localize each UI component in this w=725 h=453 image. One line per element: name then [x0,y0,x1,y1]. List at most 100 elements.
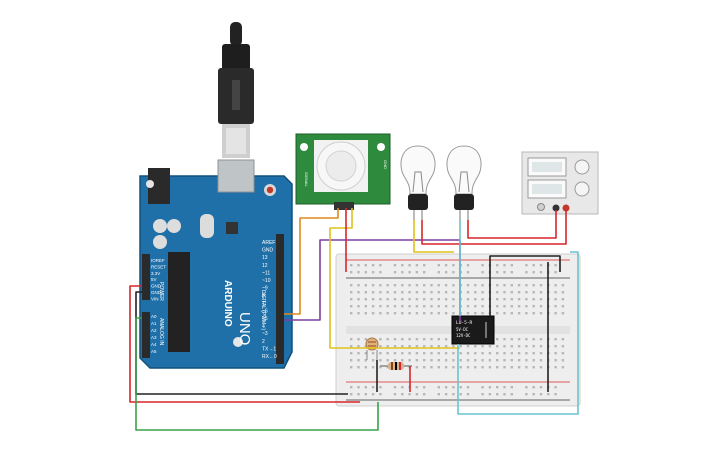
breadboard-hole[interactable] [350,338,353,341]
breadboard-hole[interactable] [408,312,411,315]
breadboard-hole[interactable] [401,312,404,315]
breadboard-hole[interactable] [437,359,440,362]
breadboard-hole[interactable] [415,312,419,315]
breadboard-hole[interactable] [554,366,557,369]
breadboard-hole[interactable] [488,359,492,362]
breadboard-hole[interactable] [517,312,521,315]
breadboard-hole[interactable] [401,291,404,294]
breadboard-hole[interactable] [430,284,433,287]
breadboard-hole[interactable] [510,345,513,348]
breadboard-hole[interactable] [401,298,404,301]
breadboard-hole[interactable] [466,264,470,267]
breadboard-hole[interactable] [430,366,433,369]
breadboard-hole[interactable] [393,284,397,287]
breadboard-hole[interactable] [488,386,492,389]
breadboard-hole[interactable] [379,264,382,267]
breadboard-hole[interactable] [510,305,513,308]
breadboard-hole[interactable] [525,345,528,348]
breadboard-hole[interactable] [554,264,557,267]
breadboard-hole[interactable] [357,298,360,301]
breadboard-hole[interactable] [371,291,375,294]
breadboard-hole[interactable] [437,386,440,389]
breadboard-hole[interactable] [539,338,543,341]
breadboard-hole[interactable] [393,312,397,315]
breadboard-hole[interactable] [379,312,382,315]
breadboard-hole[interactable] [488,352,492,355]
breadboard-hole[interactable] [401,386,404,389]
breadboard-hole[interactable] [510,312,513,315]
breadboard-hole[interactable] [481,393,484,396]
breadboard-hole[interactable] [393,271,397,274]
breadboard-hole[interactable] [386,338,389,341]
breadboard-hole[interactable] [554,291,557,294]
breadboard-hole[interactable] [452,291,455,294]
breadboard-hole[interactable] [539,264,543,267]
breadboard-hole[interactable] [364,305,367,308]
breadboard-hole[interactable] [401,284,404,287]
breadboard-hole[interactable] [525,386,528,389]
breadboard-hole[interactable] [474,291,477,294]
breadboard-hole[interactable] [444,386,448,389]
breadboard-hole[interactable] [364,271,367,274]
breadboard-hole[interactable] [415,352,419,355]
breadboard-hole[interactable] [401,264,404,267]
breadboard-hole[interactable] [379,291,382,294]
breadboard-hole[interactable] [547,393,550,396]
breadboard-hole[interactable] [503,393,506,396]
breadboard-hole[interactable] [539,271,543,274]
breadboard-hole[interactable] [452,345,455,348]
breadboard-hole[interactable] [350,271,353,274]
breadboard-hole[interactable] [481,386,484,389]
breadboard-hole[interactable] [401,345,404,348]
breadboard-hole[interactable] [510,366,513,369]
breadboard-hole[interactable] [561,298,565,301]
breadboard-hole[interactable] [423,305,426,308]
breadboard-hole[interactable] [357,393,360,396]
breadboard-hole[interactable] [408,264,411,267]
breadboard-hole[interactable] [474,298,477,301]
breadboard-hole[interactable] [554,312,557,315]
breadboard-hole[interactable] [371,271,375,274]
breadboard-hole[interactable] [379,345,382,348]
breadboard-hole[interactable] [357,345,360,348]
breadboard-hole[interactable] [466,291,470,294]
breadboard-hole[interactable] [554,305,557,308]
breadboard-hole[interactable] [481,298,484,301]
breadboard-hole[interactable] [371,393,375,396]
breadboard-hole[interactable] [364,393,367,396]
breadboard-hole[interactable] [554,271,557,274]
breadboard-hole[interactable] [386,345,389,348]
breadboard-hole[interactable] [496,393,499,396]
breadboard-hole[interactable] [532,305,535,308]
breadboard-hole[interactable] [364,359,367,362]
breadboard-hole[interactable] [517,305,521,308]
breadboard-hole[interactable] [350,366,353,369]
breadboard-hole[interactable] [561,312,565,315]
breadboard-hole[interactable] [466,393,470,396]
breadboard-hole[interactable] [561,291,565,294]
breadboard-hole[interactable] [554,386,557,389]
breadboard-hole[interactable] [539,366,543,369]
breadboard-hole[interactable] [364,345,367,348]
breadboard-hole[interactable] [532,393,535,396]
breadboard-hole[interactable] [525,284,528,287]
breadboard-hole[interactable] [408,359,411,362]
breadboard-hole[interactable] [532,366,535,369]
breadboard-hole[interactable] [437,284,440,287]
breadboard-hole[interactable] [561,359,565,362]
breadboard-hole[interactable] [517,345,521,348]
breadboard-hole[interactable] [474,345,477,348]
breadboard-hole[interactable] [503,291,506,294]
breadboard-hole[interactable] [437,345,440,348]
breadboard-hole[interactable] [415,298,419,301]
breadboard-hole[interactable] [444,345,448,348]
breadboard-hole[interactable] [539,345,543,348]
breadboard-hole[interactable] [554,352,557,355]
breadboard-hole[interactable] [430,359,433,362]
breadboard-hole[interactable] [371,305,375,308]
breadboard-hole[interactable] [474,352,477,355]
breadboard-hole[interactable] [415,359,419,362]
breadboard-hole[interactable] [539,291,543,294]
breadboard-hole[interactable] [444,393,448,396]
breadboard-hole[interactable] [539,312,543,315]
